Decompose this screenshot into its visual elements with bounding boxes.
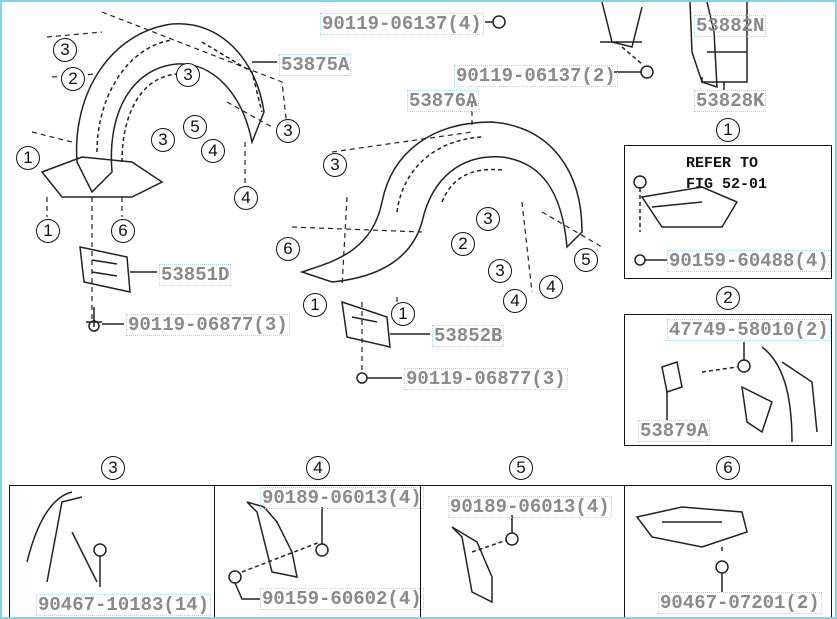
fender-liner-left-drawing	[75, 23, 265, 194]
detail-1-box	[624, 145, 832, 279]
callout-3: 3	[323, 153, 347, 177]
callout-5: 5	[183, 115, 207, 139]
callout-4: 4	[539, 275, 563, 299]
bracket-53851d-drawing	[79, 246, 131, 293]
callout-4: 4	[503, 289, 527, 313]
callout-1: 1	[16, 146, 40, 170]
callout-1: 1	[36, 219, 60, 243]
callout-4: 4	[201, 139, 225, 163]
part-label-53876a: 53876A	[407, 90, 480, 112]
part-label-bolt-top2: 90119-06137(2)	[454, 65, 618, 87]
part-label-53852b: 53852B	[432, 325, 505, 347]
callout-1: 1	[391, 302, 415, 326]
callout-6: 6	[276, 237, 300, 261]
part-label-90467-10183: 90467-10183(14)	[36, 594, 212, 616]
detail-1-number: 1	[716, 118, 740, 142]
part-label-bolt-right: 90119-06877(3)	[404, 368, 568, 390]
bracket-53852b-drawing	[341, 300, 391, 348]
part-label-53851d: 53851D	[159, 264, 232, 286]
callout-3: 3	[476, 207, 500, 231]
callout-3: 3	[176, 63, 200, 87]
part-label-90159-60488: 90159-60488(4)	[667, 250, 831, 272]
part-label-bolt-top: 90119-06137(4)	[320, 13, 484, 35]
part-label-90467-07201: 90467-07201(2)	[658, 592, 822, 614]
part-label-90189-06013: 90189-06013(4)	[448, 496, 612, 518]
callout-1: 1	[303, 293, 327, 317]
part-label-bolt-left: 90119-06877(3)	[126, 314, 290, 336]
detail-6-number: 6	[716, 456, 740, 480]
part-label-53828k: 53828K	[694, 90, 767, 112]
detail-2-number: 2	[716, 286, 740, 310]
part-label-47749-58010: 47749-58010(2)	[667, 319, 831, 341]
refer-fig-text[interactable]: FIG 52-01	[686, 176, 768, 193]
detail-5-number: 5	[509, 456, 533, 480]
fender-liner-right-drawing	[299, 121, 583, 283]
part-label-53875a: 53875A	[279, 54, 352, 76]
callout-6: 6	[111, 219, 135, 243]
detail-3-number: 3	[101, 456, 125, 480]
detail-4-number: 4	[306, 456, 330, 480]
callout-3: 3	[53, 38, 77, 62]
callout-5: 5	[574, 248, 598, 272]
refer-text: REFER TO	[686, 155, 759, 172]
part-label-53879a: 53879A	[638, 420, 711, 442]
callout-2: 2	[61, 67, 85, 91]
detail-6-box	[624, 485, 832, 617]
part-label-90159-60602: 90159-60602(4)	[260, 588, 424, 610]
callout-3: 3	[151, 128, 175, 152]
callout-4: 4	[234, 186, 258, 210]
callout-3: 3	[488, 259, 512, 283]
part-label-53882n: 53882N	[694, 15, 767, 37]
callout-2: 2	[451, 232, 475, 256]
detail-2-box	[624, 314, 832, 446]
callout-3: 3	[276, 119, 300, 143]
part-label-90189-06013: 90189-06013(4)	[260, 487, 424, 509]
